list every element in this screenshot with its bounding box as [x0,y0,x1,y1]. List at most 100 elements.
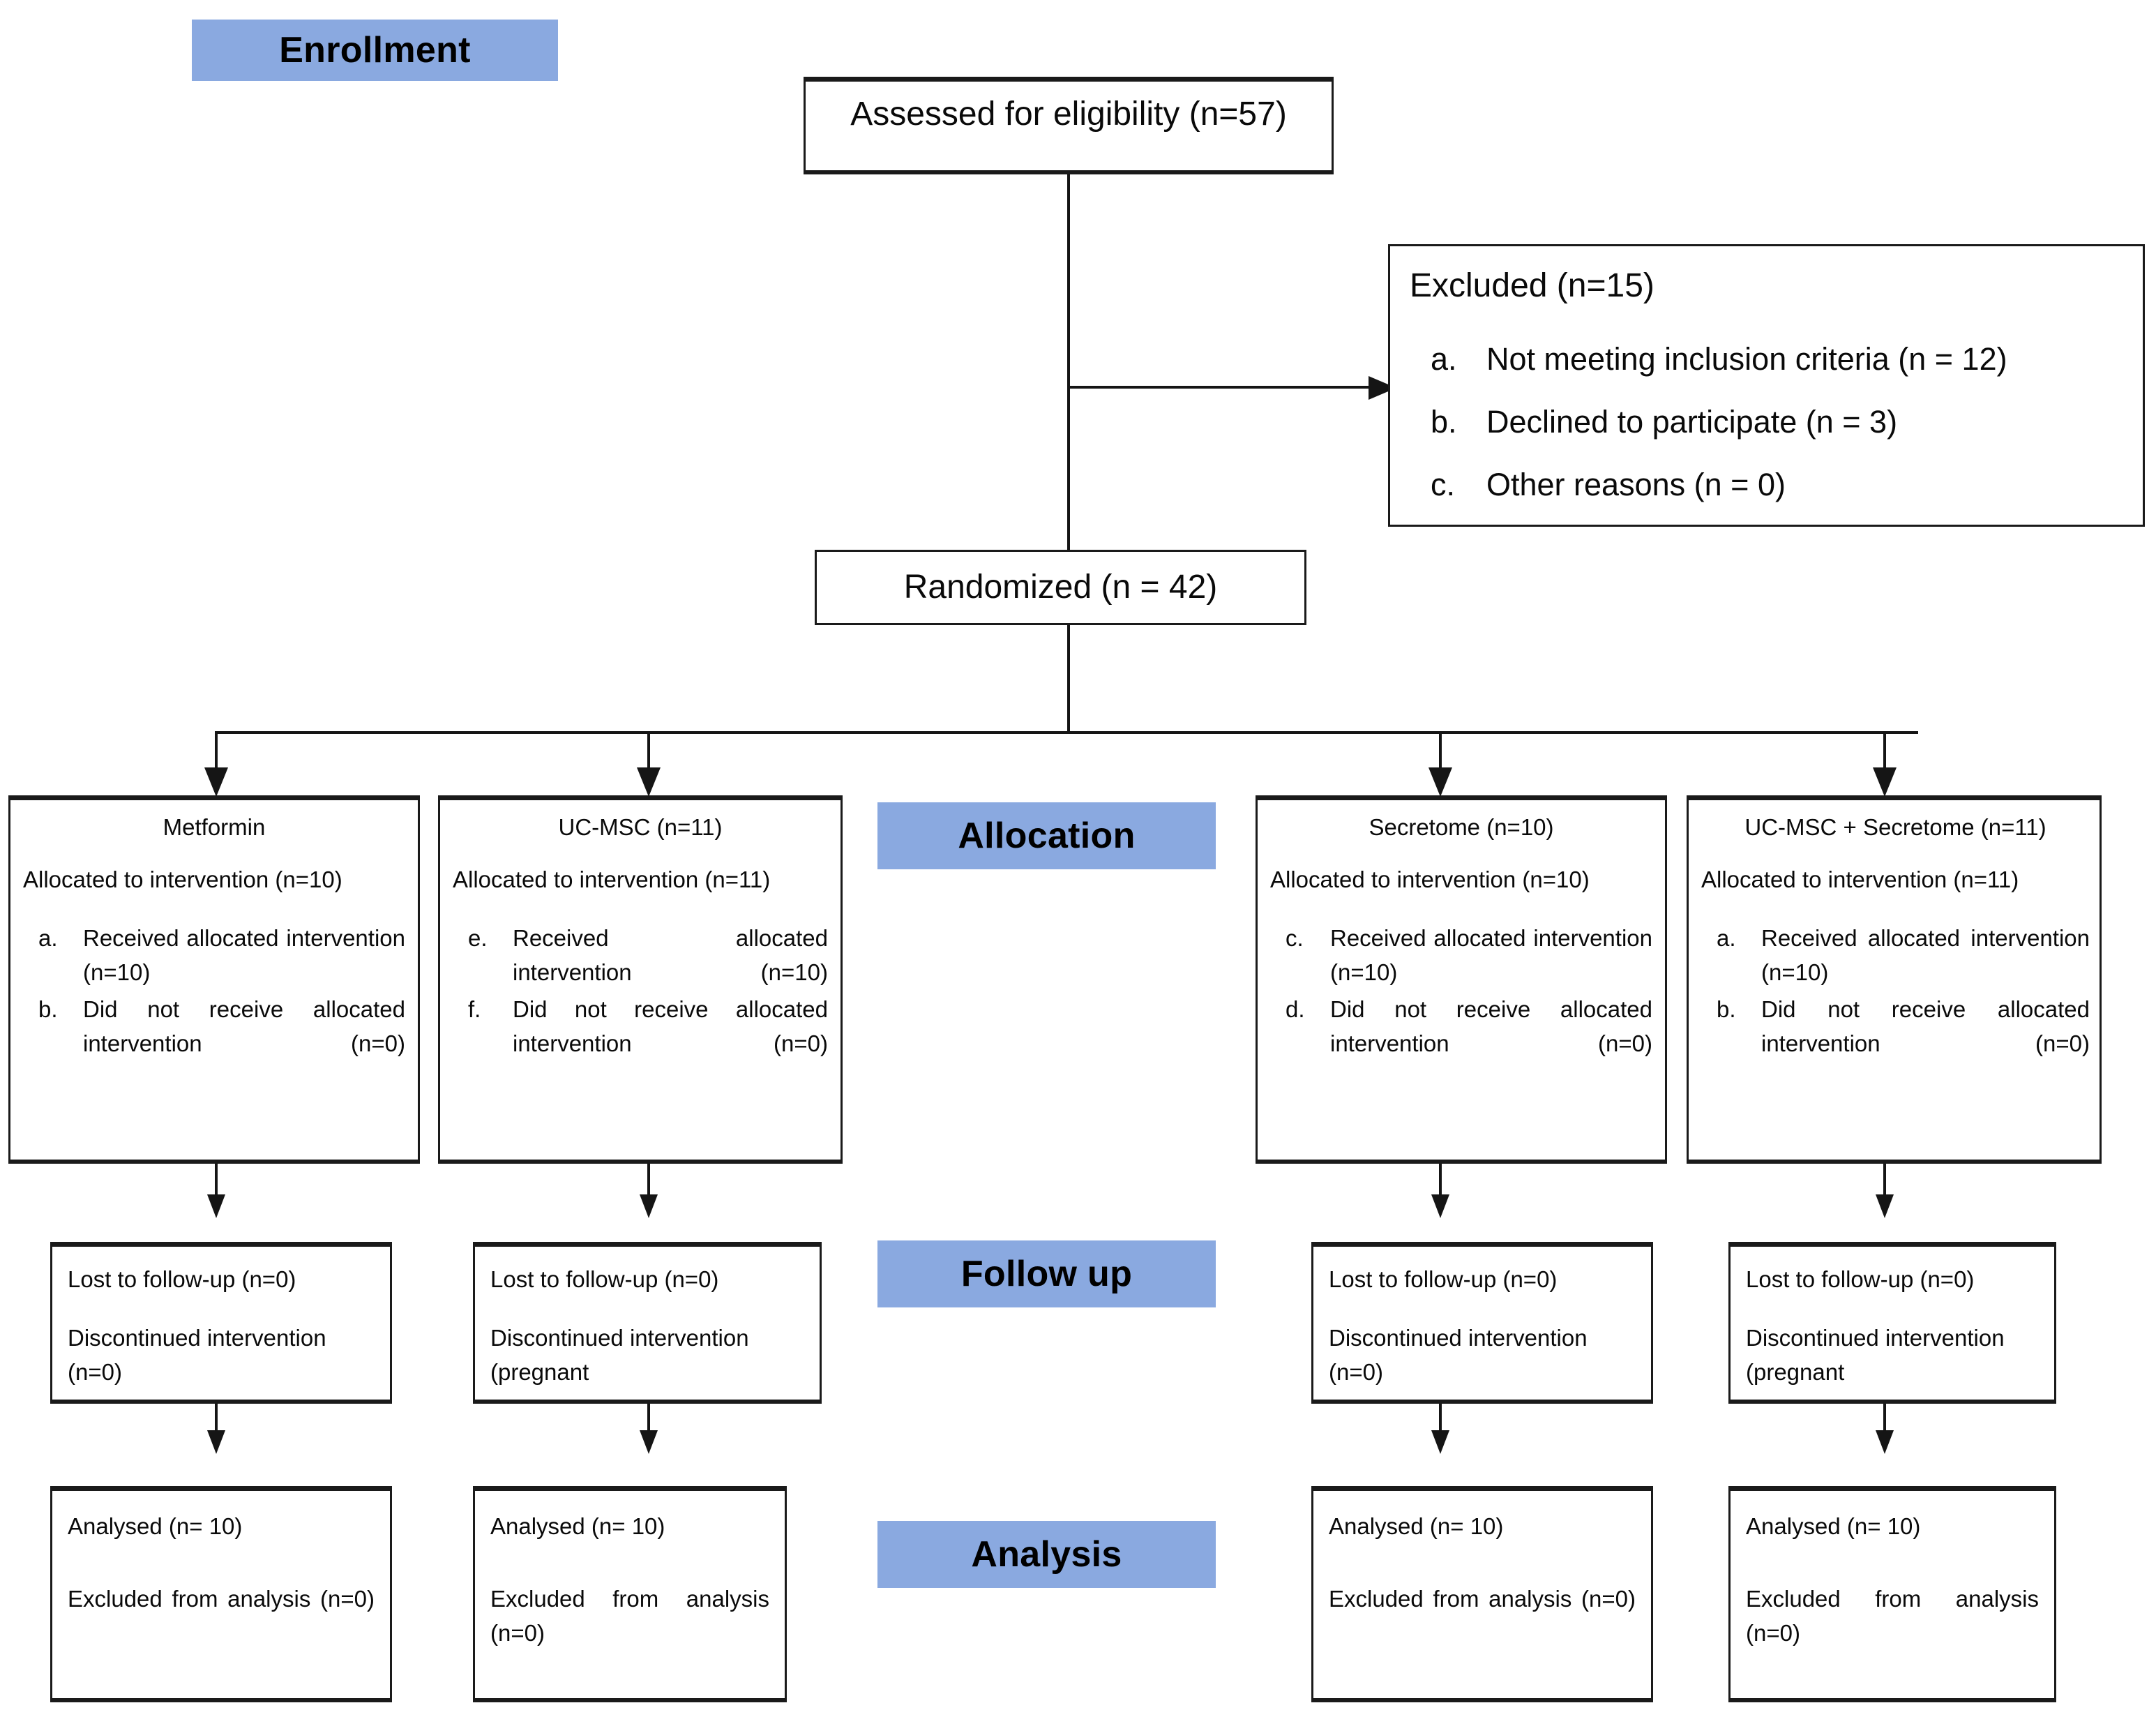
box-randomized: Randomized (n = 42) [815,550,1306,625]
arm-3-title: Secretome (n=10) [1369,814,1554,840]
arm-1-item-text: Did not receive allocated intervention (… [83,996,405,1057]
box-analysis-arm-3: Analysed (n= 10) Excluded from analysis … [1311,1486,1653,1702]
arm-4-item: b. Did not receive allocated interventio… [1701,992,2090,1061]
arm-2-item: e. Received allocated intervention (n=10… [453,921,828,990]
connector-arm-3-alloc-to-followup [1439,1164,1442,1200]
arrow-down-arm-1-icon [204,767,228,797]
arm-3-items-list: c. Received allocated intervention (n=10… [1270,921,1652,1061]
arm-4-allocated: Allocated to intervention (n=11) [1701,867,2019,893]
connector-distribution-bar [215,731,1918,734]
arm-1-item: b. Did not receive allocated interventio… [23,992,405,1061]
connector-arm-3-followup-to-analysis [1439,1404,1442,1436]
phase-label-allocation-text: Allocation [958,816,1136,856]
box-followup-arm-2: Lost to follow-up (n=0) Discontinued int… [473,1242,822,1404]
phase-label-enrollment-text: Enrollment [279,30,471,70]
arm-1-excluded-from-analysis: Excluded from analysis (n=0) [68,1585,375,1612]
box-followup-arm-3: Lost to follow-up (n=0) Discontinued int… [1311,1242,1653,1404]
list-marker: a. [1717,924,1736,951]
arm-2-lost-to-followup: Lost to follow-up (n=0) [490,1266,719,1292]
assessed-for-eligibility-text: Assessed for eligibility (n=57) [850,96,1287,133]
excluded-reasons-list: a. Not meeting inclusion criteria (n = 1… [1410,334,2127,510]
box-allocation-arm-3: Secretome (n=10) Allocated to interventi… [1256,795,1667,1164]
arm-2-item: f. Did not receive allocated interventio… [453,992,828,1061]
arrow-down-arm-4-followup-icon [1876,1194,1894,1218]
arrow-down-arm-1-followup-icon [207,1194,225,1218]
box-followup-arm-1: Lost to follow-up (n=0) Discontinued int… [50,1242,392,1404]
connector-arm-2-alloc-to-followup [647,1164,650,1200]
excluded-reason-text: Declined to participate (n = 3) [1486,404,1898,440]
arm-2-item-text: Received allocated intervention (n=10) [513,924,828,986]
connector-randomized-stem [1067,625,1070,733]
arm-1-title: Metformin [163,814,266,840]
arm-2-analysed: Analysed (n= 10) [490,1513,665,1539]
arm-1-item: a. Received allocated intervention (n=10… [23,921,405,990]
excluded-reason-item: c. Other reasons (n = 0) [1410,460,2127,510]
arm-4-item: a. Received allocated intervention (n=10… [1701,921,2090,990]
connector-arm-2-followup-to-analysis [647,1404,650,1436]
box-allocation-arm-4: UC-MSC + Secretome (n=11) Allocated to i… [1687,795,2102,1164]
arm-4-discontinued: Discontinued intervention (pregnant [1746,1324,2005,1386]
arm-2-excluded-from-analysis: Excluded from analysis (n=0) [490,1585,769,1647]
arm-2-title: UC-MSC (n=11) [558,814,723,840]
box-assessed-for-eligibility: Assessed for eligibility (n=57) [804,77,1334,174]
arrow-down-arm-1-analysis-icon [207,1430,225,1454]
arrow-down-arm-4-analysis-icon [1876,1430,1894,1454]
list-marker: e. [468,924,488,951]
phase-label-analysis-text: Analysis [971,1534,1122,1575]
excluded-title: Excluded (n=15) [1410,267,1654,304]
arm-3-lost-to-followup: Lost to follow-up (n=0) [1329,1266,1558,1292]
connector-arm-4-followup-to-analysis [1883,1404,1886,1436]
arm-2-discontinued: Discontinued intervention (pregnant [490,1324,749,1386]
arm-1-allocated: Allocated to intervention (n=10) [23,867,342,893]
box-analysis-arm-4: Analysed (n= 10) Excluded from analysis … [1728,1486,2056,1702]
phase-label-allocation: Allocation [877,802,1216,869]
phase-label-followup: Follow up [877,1240,1216,1307]
connector-arm-1-alloc-to-followup [215,1164,218,1200]
arm-3-item-text: Did not receive allocated intervention (… [1330,996,1652,1057]
list-marker: b. [1717,996,1736,1022]
arm-4-analysed: Analysed (n= 10) [1746,1513,1921,1539]
list-marker: a. [38,924,58,951]
excluded-reason-text: Not meeting inclusion criteria (n = 12) [1486,341,2007,377]
arm-2-items-list: e. Received allocated intervention (n=10… [453,921,828,1061]
connector-drop-arm-3 [1439,731,1442,776]
arrow-down-arm-2-analysis-icon [640,1430,658,1454]
arrow-down-arm-2-icon [637,767,661,797]
box-allocation-arm-1: Metformin Allocated to intervention (n=1… [8,795,420,1164]
arrow-down-arm-2-followup-icon [640,1194,658,1218]
connector-drop-arm-4 [1883,731,1886,776]
arrow-down-arm-4-icon [1873,767,1897,797]
arm-3-discontinued: Discontinued intervention (n=0) [1329,1324,1588,1386]
arm-4-excluded-from-analysis: Excluded from analysis (n=0) [1746,1585,2039,1647]
connector-drop-arm-1 [215,731,218,776]
phase-label-followup-text: Follow up [960,1254,1133,1294]
list-marker: b. [38,996,58,1022]
box-analysis-arm-2: Analysed (n= 10) Excluded from analysis … [473,1486,787,1702]
list-marker: b. [1431,404,1457,440]
arm-4-items-list: a. Received allocated intervention (n=10… [1701,921,2090,1061]
arm-3-allocated: Allocated to intervention (n=10) [1270,867,1590,893]
list-marker: a. [1431,341,1457,377]
arm-4-item-text: Did not receive allocated intervention (… [1761,996,2090,1057]
phase-label-analysis: Analysis [877,1521,1216,1588]
arm-1-analysed: Analysed (n= 10) [68,1513,243,1539]
box-allocation-arm-2: UC-MSC (n=11) Allocated to intervention … [438,795,843,1164]
phase-label-enrollment: Enrollment [192,20,558,81]
arm-4-title: UC-MSC + Secretome (n=11) [1744,814,2046,840]
connector-arm-4-alloc-to-followup [1883,1164,1886,1200]
connector-drop-arm-2 [647,731,650,776]
connector-arm-1-followup-to-analysis [215,1404,218,1436]
arm-1-items-list: a. Received allocated intervention (n=10… [23,921,405,1061]
arm-2-item-text: Did not receive allocated intervention (… [513,996,828,1057]
arm-3-excluded-from-analysis: Excluded from analysis (n=0) [1329,1585,1636,1612]
arrow-down-arm-3-followup-icon [1431,1194,1449,1218]
box-analysis-arm-1: Analysed (n= 10) Excluded from analysis … [50,1486,392,1702]
list-marker: d. [1286,996,1305,1022]
arm-3-item-text: Received allocated intervention (n=10) [1330,924,1652,986]
list-marker: c. [1286,924,1304,951]
arm-4-lost-to-followup: Lost to follow-up (n=0) [1746,1266,1975,1292]
arm-1-discontinued: Discontinued intervention (n=0) [68,1324,326,1386]
randomized-text: Randomized (n = 42) [903,568,1218,606]
arrow-down-arm-3-analysis-icon [1431,1430,1449,1454]
